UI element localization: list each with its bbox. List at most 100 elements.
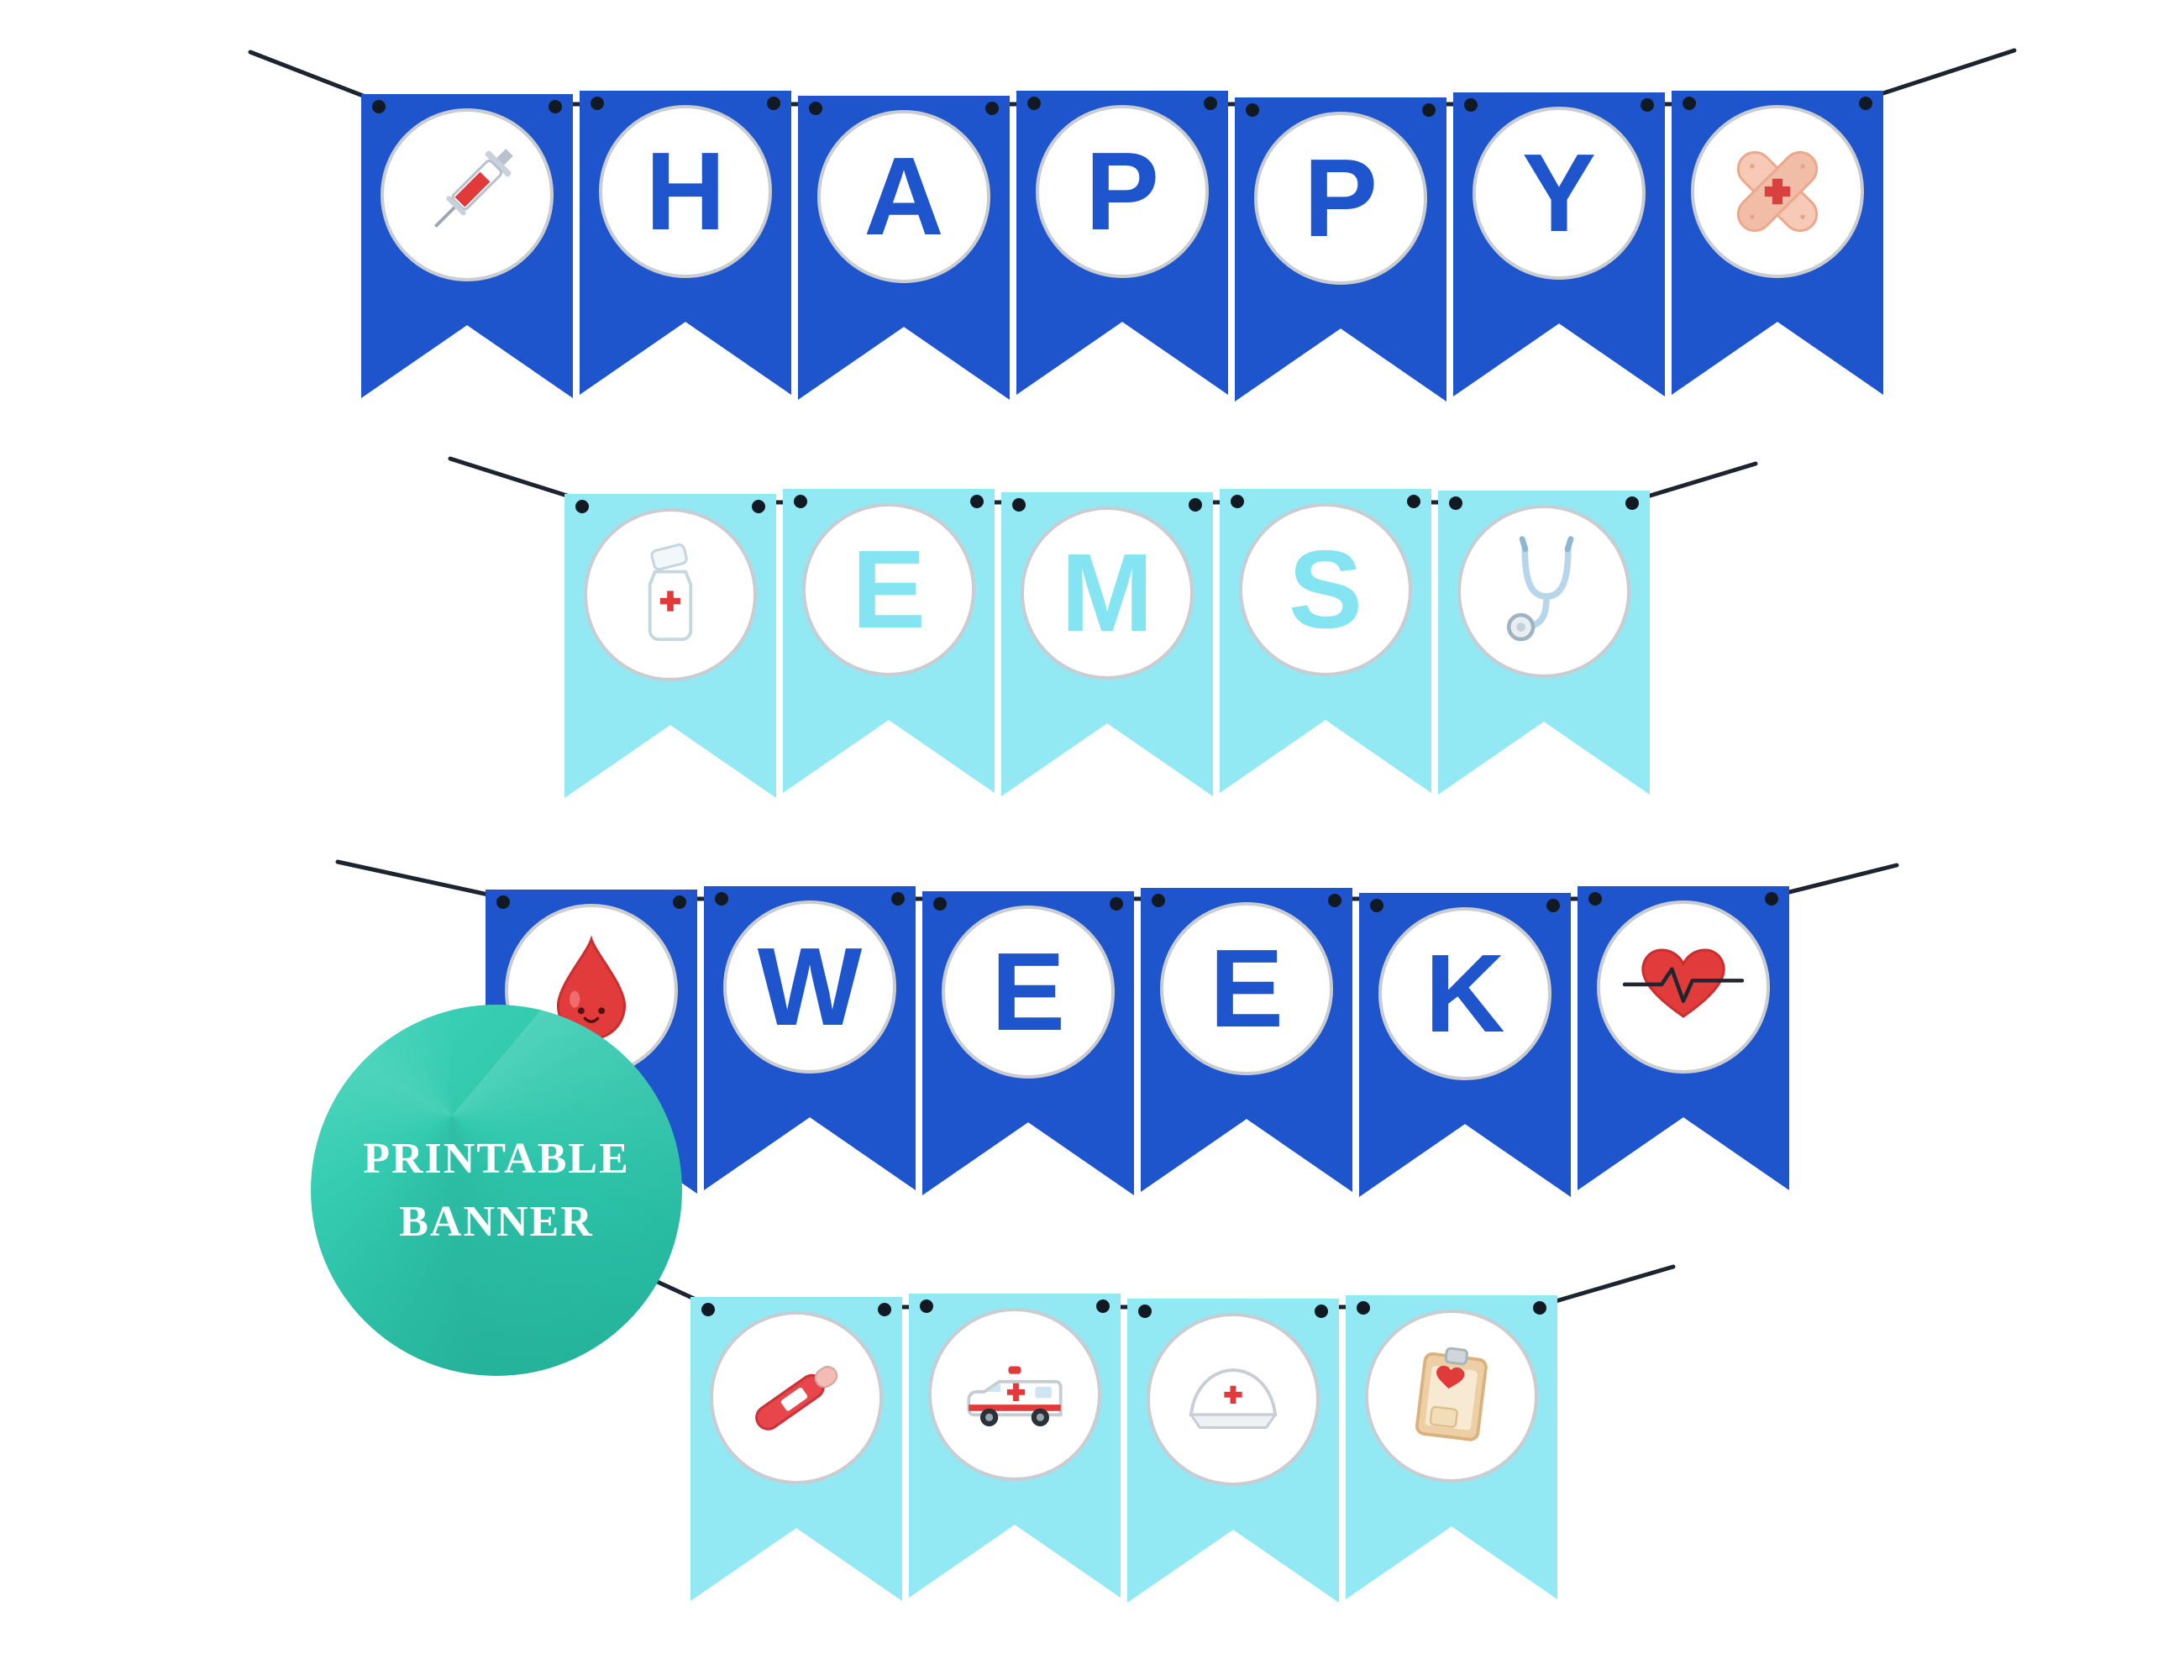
- grommet-hole: [1328, 894, 1341, 907]
- grommet-hole: [1315, 1305, 1328, 1318]
- grommet-hole: [794, 495, 807, 508]
- flag-circle: K: [1378, 907, 1551, 1080]
- heart-ecg-icon: [1622, 948, 1745, 1018]
- grommet-hole: [1012, 498, 1026, 512]
- grommet-hole: [496, 895, 510, 909]
- flag-letter: W: [757, 925, 863, 1048]
- flag: [361, 94, 573, 398]
- grommet-hole: [1357, 1301, 1370, 1315]
- grommet-hole: [1765, 892, 1778, 906]
- grommet-hole: [1138, 1305, 1152, 1318]
- grommet-hole: [1152, 894, 1165, 907]
- flag-circle: [1597, 900, 1770, 1074]
- grommet-hole: [591, 97, 604, 110]
- flag-circle: S: [1239, 503, 1412, 676]
- flag-circle: [1365, 1310, 1538, 1483]
- flag: [1672, 91, 1883, 395]
- flag: [1578, 886, 1789, 1190]
- flag: [564, 494, 776, 798]
- flag: [909, 1294, 1121, 1598]
- grommet-hole: [1110, 897, 1123, 911]
- flag-circle: [928, 1308, 1101, 1481]
- grommet-hole: [575, 500, 589, 513]
- flag: [1346, 1295, 1557, 1599]
- grommet-hole: [1588, 892, 1602, 906]
- flag-letter: E: [990, 930, 1066, 1053]
- flag: H: [580, 91, 791, 395]
- flag-circle: Y: [1473, 107, 1646, 280]
- flag-row-ems: E M S: [564, 489, 1650, 798]
- flag-letter: K: [1425, 932, 1505, 1055]
- grommet-hole: [1449, 496, 1462, 510]
- flag-circle: P: [1254, 112, 1427, 285]
- flag-circle: [1691, 105, 1864, 278]
- flag: P: [1016, 91, 1228, 395]
- flag-circle: [381, 108, 554, 281]
- flag-circle: E: [942, 906, 1115, 1079]
- grommet-hole: [1464, 98, 1478, 112]
- thermometer-icon: [755, 1366, 838, 1431]
- flag: P: [1235, 97, 1446, 402]
- badge-text-line2: BANNER: [399, 1198, 594, 1246]
- flag-row-icons: [690, 1294, 1557, 1603]
- flag: E: [783, 489, 995, 793]
- grommet-hole: [549, 100, 562, 113]
- flag-circle: [710, 1311, 883, 1484]
- flag: E: [1141, 888, 1352, 1192]
- grommet-hole: [891, 892, 905, 906]
- flag-letter: A: [864, 134, 944, 258]
- grommet-hole: [1422, 103, 1436, 117]
- flag: W: [704, 886, 916, 1190]
- grommet-hole: [752, 500, 765, 513]
- flag-letter: E: [851, 528, 927, 651]
- flag-letter: P: [1084, 129, 1160, 253]
- grommet-hole: [767, 97, 780, 110]
- grommet-hole: [1533, 1301, 1546, 1315]
- flag-letter: E: [1209, 927, 1284, 1050]
- medicine-bottle-icon: [648, 543, 693, 642]
- grommet-hole: [1683, 97, 1696, 110]
- grommet-hole: [970, 495, 984, 508]
- grommet-hole: [809, 102, 822, 115]
- flag-circle: E: [1160, 902, 1333, 1075]
- flag-circle: [1457, 505, 1630, 678]
- flag-letter: S: [1288, 528, 1363, 651]
- flag-circle: [1147, 1313, 1320, 1486]
- grommet-hole: [673, 895, 686, 909]
- grommet-hole: [933, 897, 947, 911]
- grommet-hole: [985, 102, 999, 115]
- grommet-hole: [1859, 97, 1872, 110]
- flag-circle: [584, 508, 757, 681]
- grommet-hole: [1204, 97, 1217, 110]
- ambulance-icon: [967, 1366, 1063, 1426]
- flag-circle: A: [817, 110, 990, 283]
- flag: K: [1359, 893, 1571, 1197]
- flag: [690, 1297, 902, 1601]
- grommet-hole: [920, 1299, 933, 1313]
- grommet-hole: [1625, 496, 1639, 510]
- stethoscope-icon: [1506, 536, 1574, 642]
- grommet-hole: [1407, 495, 1420, 508]
- flag: A: [798, 96, 1010, 400]
- grommet-hole: [1370, 899, 1383, 912]
- grommet-hole: [1641, 98, 1654, 112]
- grommet-hole: [1096, 1299, 1110, 1313]
- badge-text-line1: PRINTABLE: [363, 1134, 630, 1183]
- flag-letter: H: [645, 129, 726, 253]
- grommet-hole: [878, 1303, 891, 1316]
- crossed-bandage-icon: [1736, 150, 1819, 233]
- clipboard-icon: [1415, 1347, 1488, 1441]
- grommet-hole: [1027, 97, 1041, 110]
- grommet-hole: [701, 1303, 715, 1316]
- flag: [1127, 1299, 1339, 1603]
- grommet-hole: [715, 892, 728, 906]
- printable-banner-badge: PRINTABLE BANNER: [311, 1005, 682, 1376]
- flag-row-week: W E E K: [486, 886, 1789, 1197]
- flag-letter: P: [1303, 136, 1378, 260]
- flag: E: [922, 891, 1134, 1195]
- grommet-hole: [1231, 495, 1244, 508]
- flag: Y: [1453, 92, 1665, 396]
- nurse-cap-icon: [1188, 1368, 1278, 1429]
- flag-circle: P: [1036, 105, 1209, 278]
